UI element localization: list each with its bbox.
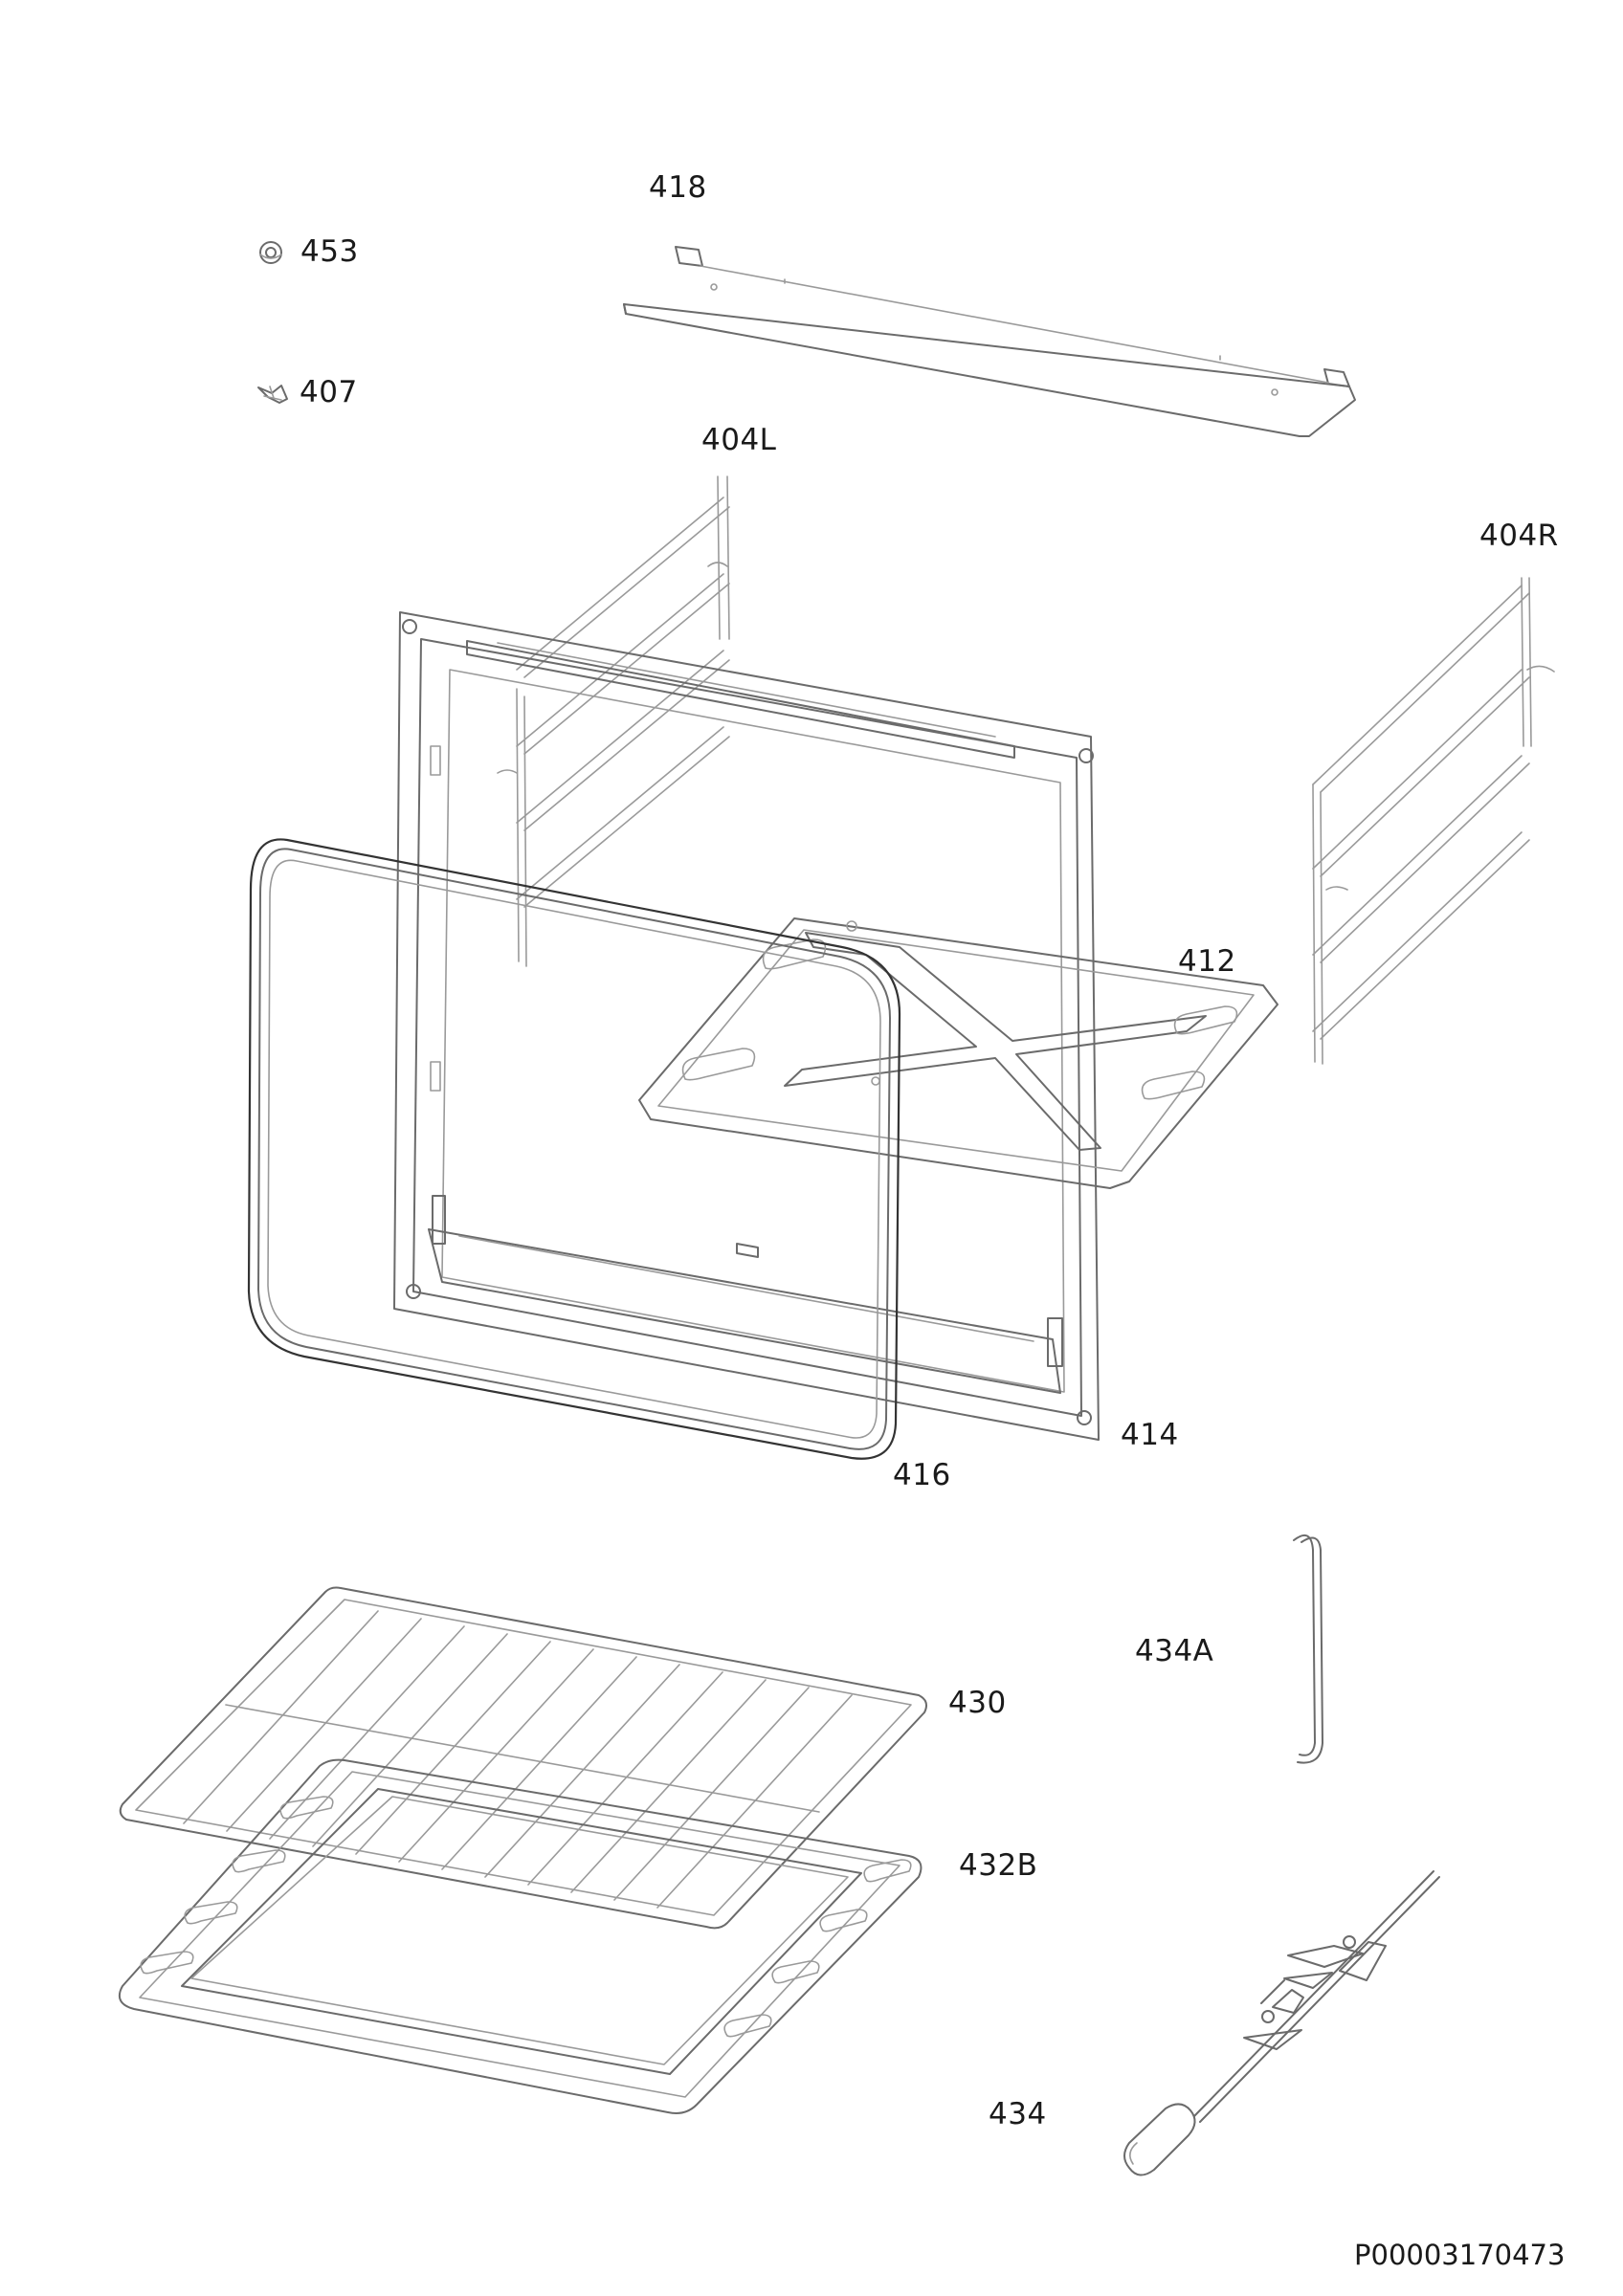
label-432B: 432B: [959, 1848, 1038, 1883]
label-414: 414: [1121, 1418, 1179, 1452]
part-432B-baking-tray[interactable]: [119, 1758, 923, 2114]
part-414-front-frame[interactable]: [393, 611, 1100, 1441]
label-407: 407: [300, 375, 358, 409]
label-416: 416: [893, 1458, 951, 1492]
label-404R: 404R: [1479, 519, 1559, 553]
drawing-code: P00003170473: [1354, 2239, 1566, 2271]
part-434-rotisserie-spit[interactable]: [1123, 1870, 1440, 2176]
label-434A: 434A: [1135, 1634, 1214, 1668]
part-434A-hook[interactable]: [1293, 1534, 1323, 1764]
part-416-door-gasket[interactable]: [247, 838, 901, 1460]
part-430-wire-shelf[interactable]: [119, 1586, 927, 1930]
label-434: 434: [989, 2097, 1047, 2131]
label-412: 412: [1178, 944, 1236, 979]
label-453: 453: [300, 234, 359, 269]
part-404L-left-runner[interactable]: [497, 475, 730, 967]
part-407-clip[interactable]: [257, 385, 288, 404]
part-404R-right-runner[interactable]: [1312, 577, 1555, 1065]
label-404L: 404L: [701, 423, 777, 457]
part-453-nut[interactable]: [259, 241, 282, 264]
part-418-top-bracket[interactable]: [623, 246, 1356, 437]
part-412-bottom-plate[interactable]: [638, 917, 1278, 1189]
label-430: 430: [948, 1686, 1007, 1720]
label-418: 418: [649, 170, 707, 205]
